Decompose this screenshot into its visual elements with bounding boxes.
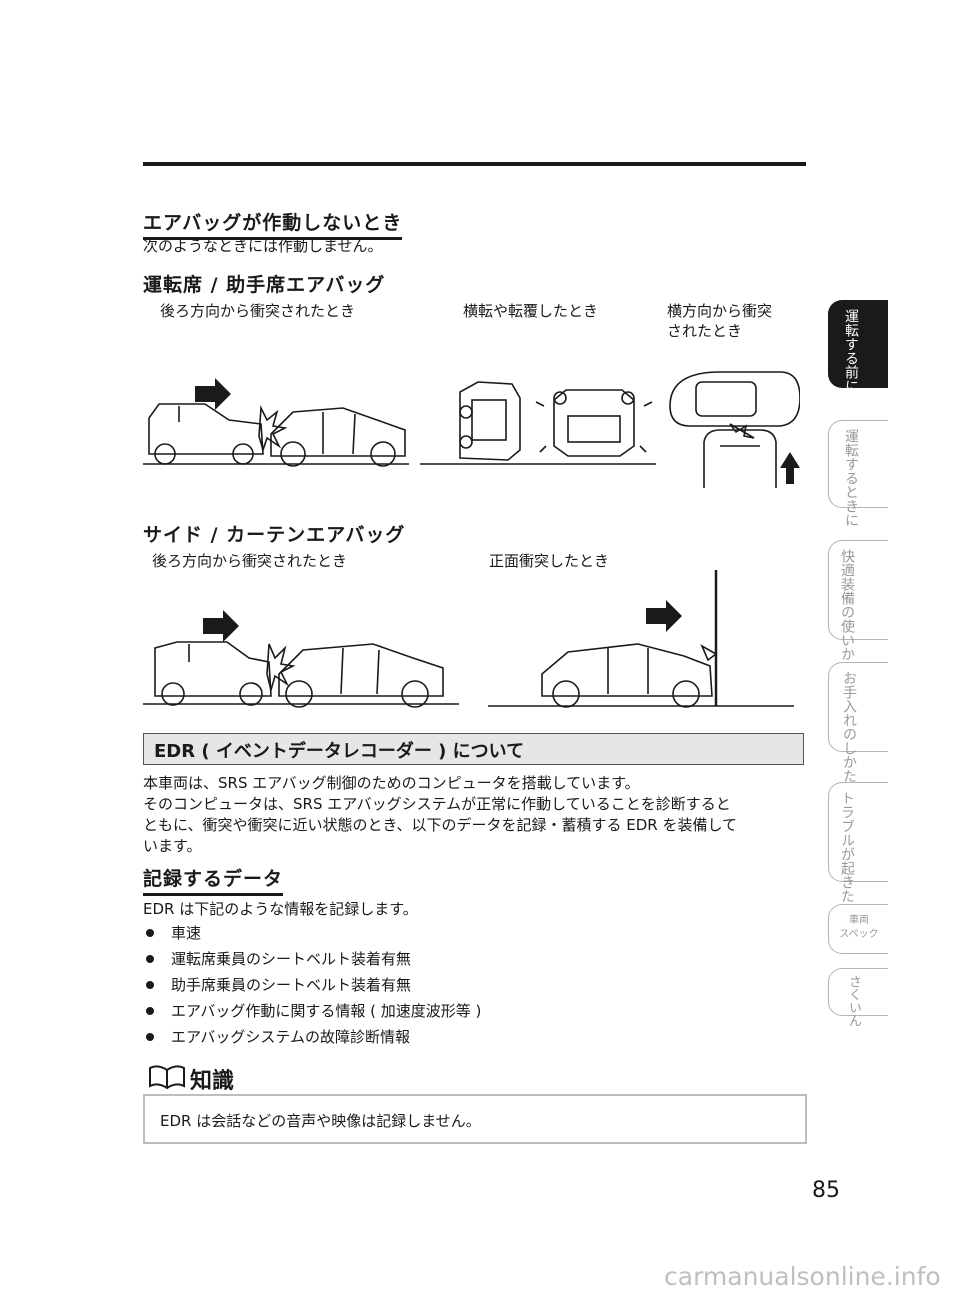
recorded-data-list: 車速 運転席乗員のシートベルト装着有無 助手席乗員のシートベルト装着有無 エアバ… <box>143 923 481 1053</box>
tab-label: お手入れのしかた <box>841 671 857 783</box>
tab-label-line-2: スペック <box>839 929 879 940</box>
list-item: 運転席乗員のシートベルト装着有無 <box>143 949 481 975</box>
top-rule <box>143 162 806 166</box>
tab-troubleshooting[interactable]: トラブルが起きたら <box>828 782 888 917</box>
tab-label: トラブルが起きたら <box>839 791 855 917</box>
recorded-data-intro: EDR は下記のような情報を記録します。 <box>143 900 418 918</box>
tab-while-driving[interactable]: 運転するときに <box>828 420 888 527</box>
tab-maintenance[interactable]: お手入れのしかた <box>828 662 888 783</box>
caption-rollover: 横転や転覆したとき <box>463 302 599 320</box>
list-item: 助手席乗員のシートベルト装着有無 <box>143 975 481 1001</box>
bullet <box>146 1033 154 1041</box>
edr-paragraph-line-4: います。 <box>143 837 202 855</box>
bullet <box>146 1007 154 1015</box>
bullet <box>146 955 154 963</box>
caption-side-rear-impact: 後ろ方向から衝突されたとき <box>152 552 348 570</box>
tab-label-line-1: 車両 <box>849 915 869 926</box>
knowledge-heading: 知識 <box>190 1069 235 1094</box>
arrow-right-icon <box>646 600 682 632</box>
illustration-side-rear-impact <box>143 610 459 708</box>
edr-title-box <box>143 733 804 765</box>
knowledge-text: EDR は会話などの音声や映像は記録しません。 <box>160 1112 481 1130</box>
illustration-front-collision <box>488 570 794 708</box>
caption-front-collision: 正面衝突したとき <box>489 552 610 570</box>
list-item: エアバッグ作動に関する情報 ( 加速度波形等 ) <box>143 1001 481 1027</box>
illustration-rear-impact <box>143 378 409 467</box>
side-airbags-heading: サイド / カーテンエアバッグ <box>143 524 406 546</box>
section-title: エアバッグが作動しないとき <box>143 208 403 240</box>
tab-label: 快適装備の使いかた <box>839 549 855 675</box>
tab-comfort-features[interactable]: 快適装備の使いかた <box>828 540 888 675</box>
caption-side-impact-1: 横方向から衝突 <box>667 302 773 320</box>
illustration-rollover <box>420 381 656 465</box>
tab-vehicle-specs[interactable]: 車両 スペック <box>828 904 888 954</box>
front-airbags-heading: 運転席 / 助手席エアバッグ <box>143 274 386 296</box>
edr-paragraph-line-2: そのコンピュータは、SRS エアバッグシステムが正常に作動していることを診断する… <box>143 795 731 813</box>
list-item: 車速 <box>143 923 481 949</box>
tab-label: 運転する前に <box>843 309 859 393</box>
tab-label: 運転するときに <box>843 429 859 527</box>
bullet <box>146 929 154 937</box>
tab-index[interactable]: さくいん <box>828 968 888 1027</box>
edr-paragraph-line-1: 本車両は、SRS エアバッグ制御のためのコンピュータを搭載しています。 <box>143 774 640 792</box>
section-intro: 次のようなときには作動しません。 <box>143 237 383 255</box>
illustration-side-impact <box>669 371 800 488</box>
book-icon <box>149 1065 185 1090</box>
arrow-right-icon <box>203 610 239 642</box>
watermark: carmanualsonline.info <box>664 1262 941 1291</box>
caption-side-impact-2: されたとき <box>667 322 743 340</box>
page-number: 85 <box>812 1178 840 1203</box>
edr-title: EDR ( イベントデータレコーダー ) について <box>154 741 525 762</box>
tab-before-driving[interactable]: 運転する前に <box>828 300 888 393</box>
tab-label: さくいん <box>846 975 861 1027</box>
list-item: エアバッグシステムの故障診断情報 <box>143 1027 481 1053</box>
arrow-right-icon <box>195 378 231 410</box>
bullet <box>146 981 154 989</box>
arrow-up-icon <box>780 452 800 484</box>
recorded-data-heading: 記録するデータ <box>143 864 284 896</box>
edr-paragraph-line-3: ともに、衝突や衝突に近い状態のとき、以下のデータを記録・蓄積する EDR を装備… <box>143 816 738 834</box>
knowledge-box <box>143 1094 807 1144</box>
caption-rear-impact: 後ろ方向から衝突されたとき <box>160 302 356 320</box>
